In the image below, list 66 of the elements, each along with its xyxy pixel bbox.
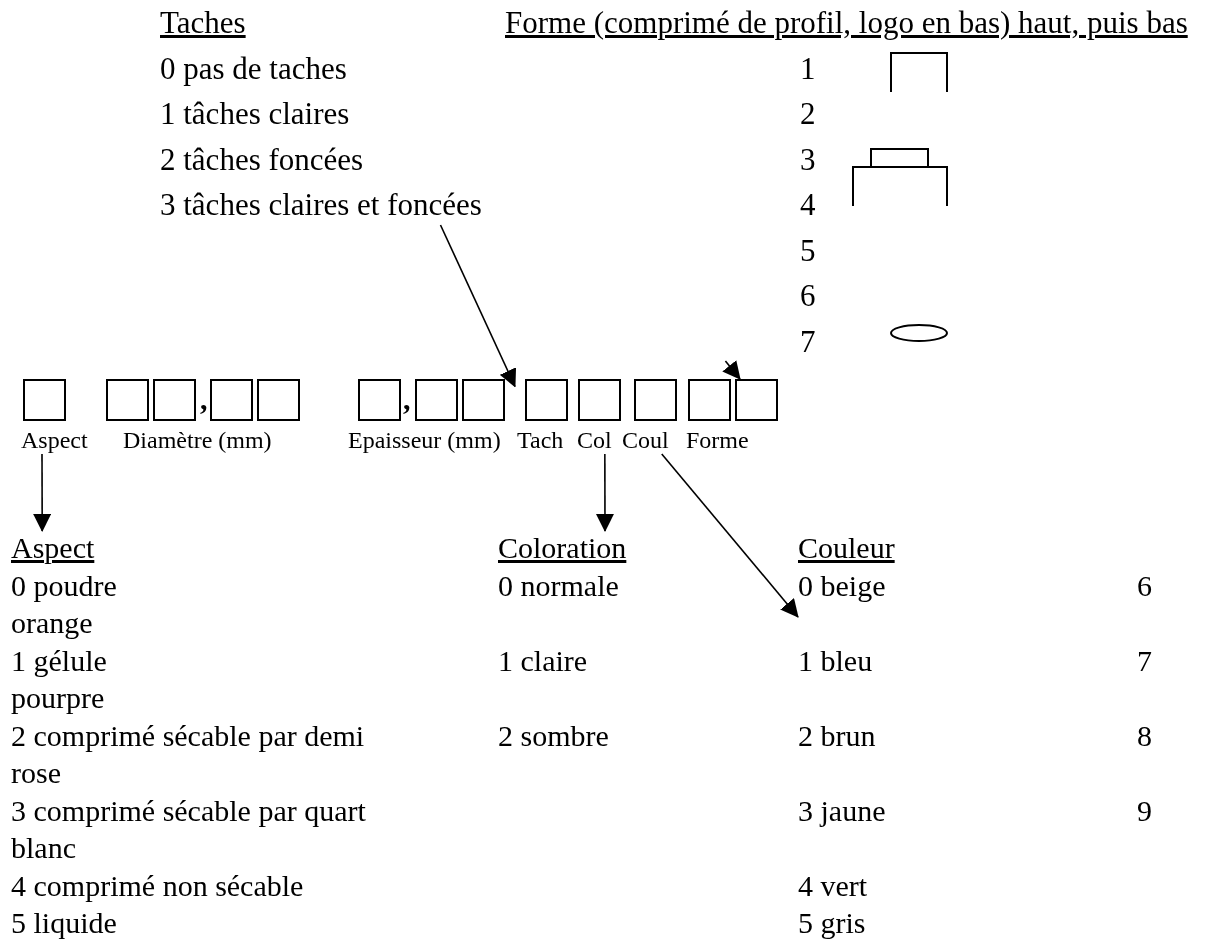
list-item: 5 [800,232,816,269]
digit-box [688,379,731,421]
list-item: 1 tâches claires [160,96,350,132]
list-item: 3 jaune [798,793,886,828]
digit-box [462,379,505,421]
list-item: 4 [800,187,816,223]
list-item: 2 sombre [498,718,609,753]
field-label: Forme [686,426,749,454]
digit-box [106,379,149,421]
arrow [595,453,614,532]
field-label: Tach [517,426,564,454]
list-item: 0 pas de taches [160,50,347,87]
decimal-comma: , [403,384,411,414]
digit-box [634,379,677,421]
list-item: rose [11,756,61,790]
list-item: 2 tâches foncées [160,141,364,178]
list-item: 2 brun [798,718,876,753]
code-number: 9 [1137,793,1152,828]
arrow [439,224,517,388]
list-heading: Coloration [498,531,627,565]
list-item: 6 [800,278,816,314]
list-heading: Taches [160,5,246,41]
decimal-comma: , [200,384,208,414]
list-item: 2 comprimé sécable par demi [11,718,365,753]
field-label: Epaisseur (mm) [348,426,501,454]
arrow [722,360,741,380]
field-label: Coul [622,426,669,454]
list-item: 0 beige [798,568,886,603]
field-label: Diamètre (mm) [123,426,272,454]
list-heading: Forme (comprimé de profil, logo en bas) haut, puis bas [505,5,1188,41]
list-heading: Couleur [798,531,895,565]
digit-box [257,379,300,421]
digit-box [578,379,621,421]
field-label: Aspect [21,426,88,454]
list-item: blanc [11,831,76,865]
list-item: 4 comprimé non sécable [11,868,304,903]
list-item: 1 [800,50,816,87]
code-number: 8 [1137,718,1152,753]
digit-box [153,379,196,421]
list-heading: Aspect [11,531,95,565]
list-item: 7 [800,323,816,360]
arrow [660,453,799,618]
digit-box [415,379,458,421]
code-number: 7 [1137,643,1152,678]
list-item: 0 normale [498,568,619,603]
code-number: 6 [1137,568,1152,603]
field-label: Col [577,426,612,454]
list-item: 2 [800,96,816,132]
list-item: 1 gélule [11,643,107,678]
list-item: 3 tâches claires et foncées [160,187,482,223]
list-item: 0 poudre [11,568,117,603]
digit-box [358,379,401,421]
digit-box [735,379,778,421]
digit-box [210,379,253,421]
list-item: 5 gris [798,906,866,940]
list-item: 1 bleu [798,643,873,678]
list-item: 1 claire [498,643,588,678]
list-item: orange [11,606,93,640]
arrow [33,453,52,532]
list-item: 4 vert [798,868,868,903]
list-item: pourpre [11,681,105,715]
list-item: 5 liquide [11,906,117,940]
list-item: 3 [800,141,816,178]
digit-box [525,379,568,421]
list-item: 3 comprimé sécable par quart [11,793,366,828]
digit-box [23,379,66,421]
